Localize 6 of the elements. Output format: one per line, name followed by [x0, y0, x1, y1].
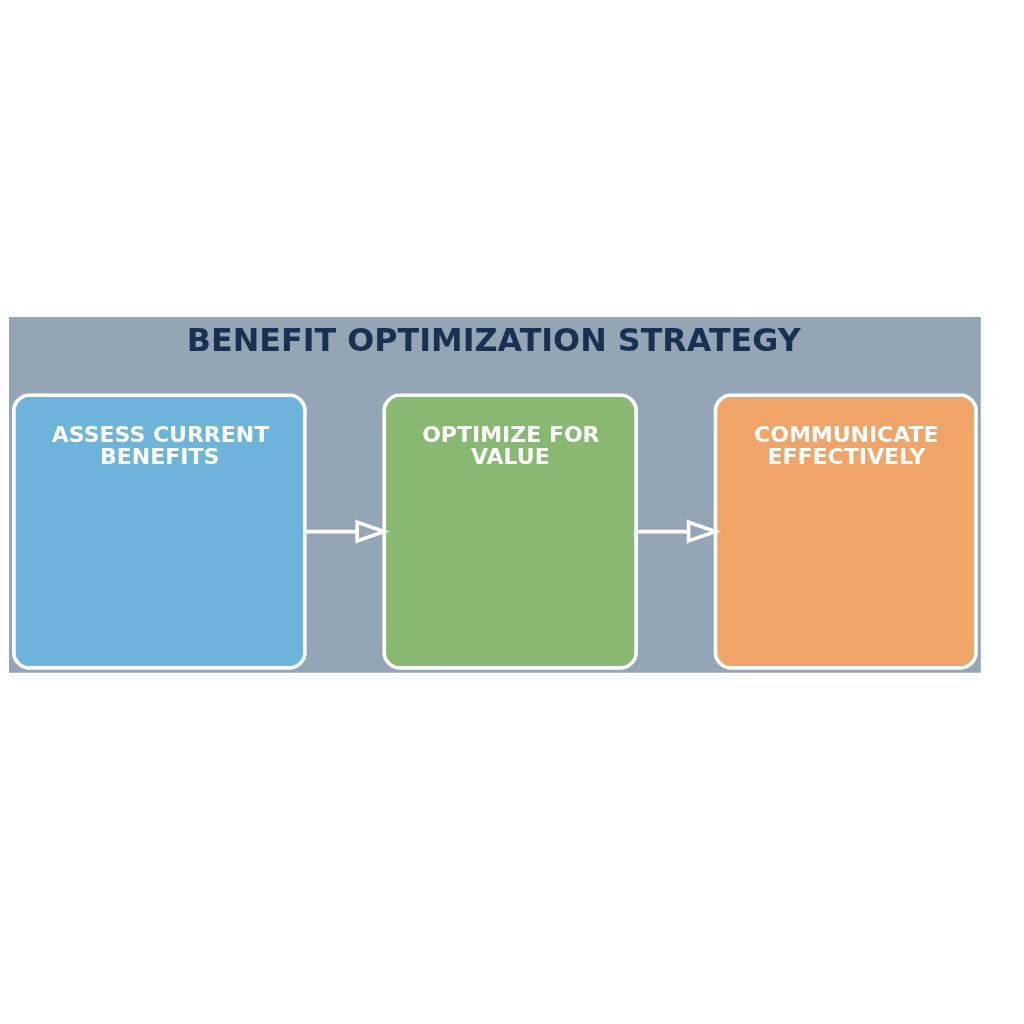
node-box: ASSESS CURRENT BENEFITS: [11, 392, 307, 670]
arrow: [304, 519, 390, 544]
node-box: OPTIMIZE FOR VALUE: [381, 392, 638, 670]
arrow: [635, 519, 721, 544]
diagram-title: BENEFIT OPTIMIZATION STRATEGY: [186, 321, 801, 358]
node-box: COMMUNICATE EFFECTIVELY: [713, 392, 978, 670]
